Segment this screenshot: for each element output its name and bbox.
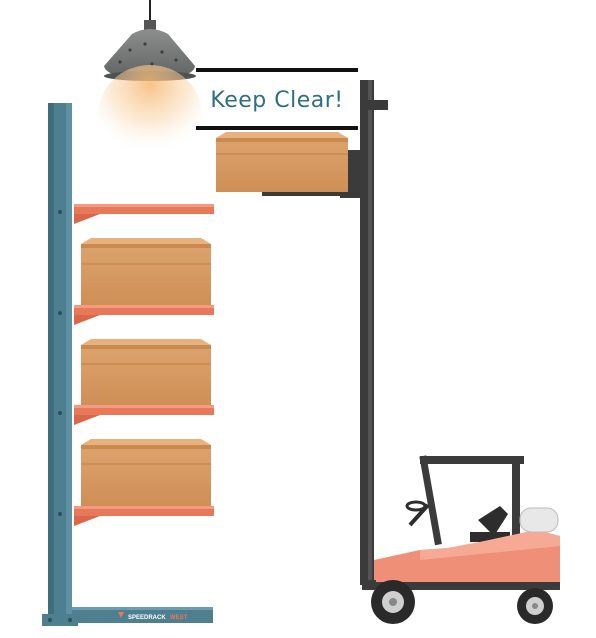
forklift-icon <box>362 455 560 624</box>
brand-suffix: WEST <box>170 615 188 621</box>
forklift-mast <box>262 80 388 585</box>
lamp-glow <box>98 65 202 165</box>
cardboard-box-icon <box>216 132 348 192</box>
brand-name: SPEEDRACK <box>128 615 166 621</box>
rack-arm <box>74 204 214 224</box>
cardboard-box-icon <box>81 439 211 506</box>
speedrack-logo-icon: SPEEDRACK WEST <box>118 612 188 621</box>
rack-arm <box>74 506 214 526</box>
rack-upright <box>42 103 78 626</box>
rack-arm <box>74 305 214 325</box>
keep-clear-text: Keep Clear! <box>210 87 344 113</box>
rack-base: SPEEDRACK WEST <box>72 607 213 623</box>
cardboard-box-icon <box>81 339 211 405</box>
keep-clear-sign <box>196 68 358 130</box>
rack-arm <box>74 405 214 425</box>
arm-bolts <box>58 210 62 516</box>
cardboard-box-icon <box>81 238 211 305</box>
